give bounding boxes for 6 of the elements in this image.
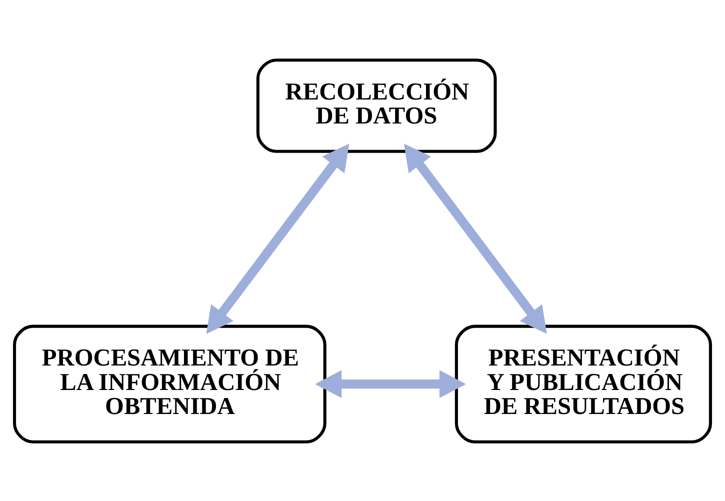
arrow [404, 143, 547, 334]
node-box: PRESENTACIÓN Y PUBLICACIÓN DE RESULTADOS [454, 324, 712, 443]
node-box: RECOLECCIÓN DE DATOS [256, 58, 497, 152]
arrow [315, 370, 466, 398]
node-box: PROCESAMIENTO DE LA INFORMACIÓN OBTENIDA [13, 324, 326, 443]
arrow [206, 143, 350, 334]
